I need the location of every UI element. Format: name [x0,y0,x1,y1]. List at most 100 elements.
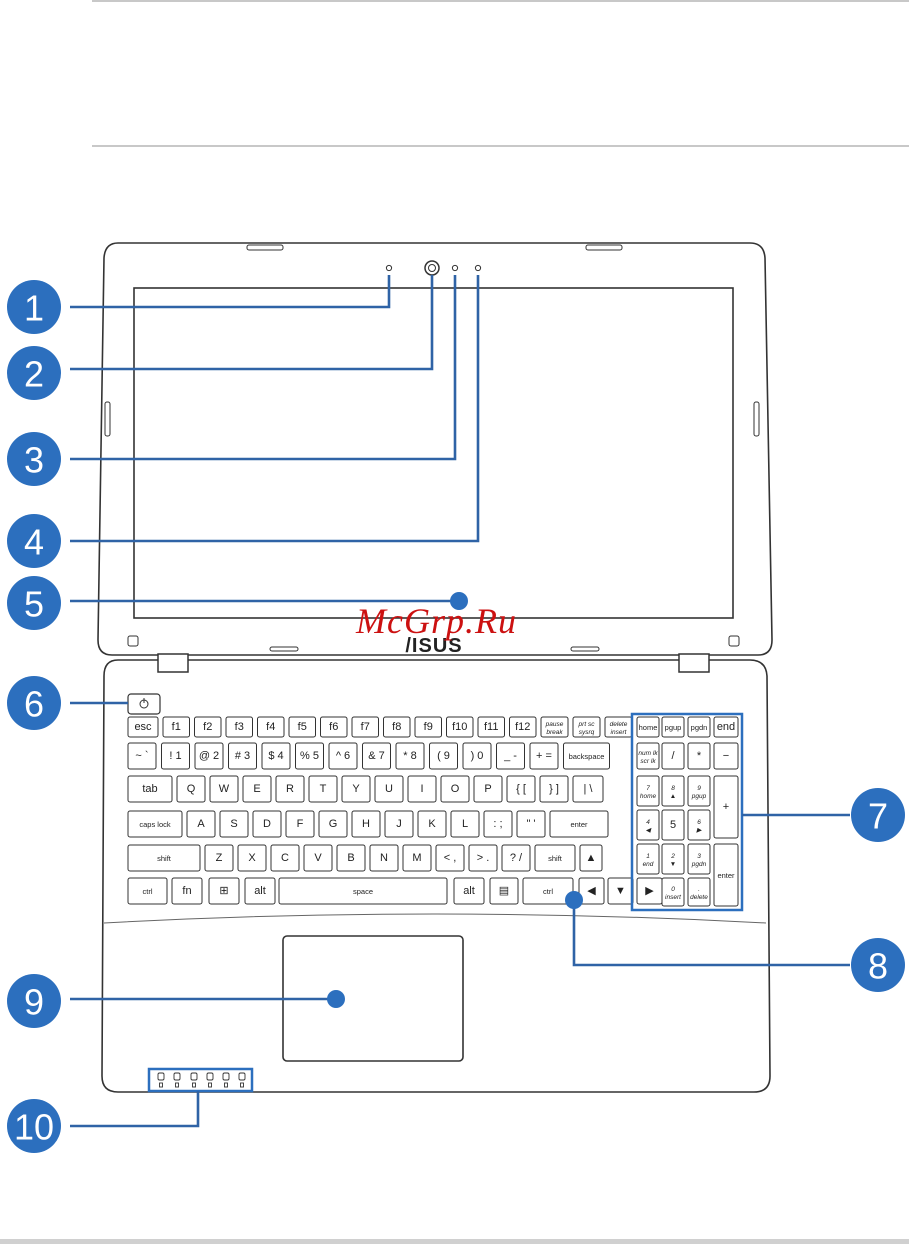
key-f2[interactable]: f2 [194,716,222,738]
key-c[interactable]: C [270,844,300,872]
key-4[interactable]: $ 4 [261,742,291,770]
key-h[interactable]: H [351,810,381,838]
key-tab[interactable]: tab [127,775,173,803]
key-shift[interactable]: shift [534,844,576,872]
key-blank[interactable]: ~ ` [127,742,157,770]
key-alt[interactable]: alt [244,877,276,905]
key-f10[interactable]: f10 [446,716,474,738]
key-m[interactable]: M [402,844,432,872]
key-s[interactable]: S [219,810,249,838]
key-4[interactable]: 4◀ [636,809,660,841]
key-7[interactable]: & 7 [362,742,391,770]
key-esc[interactable]: esc [127,716,159,738]
key-9[interactable]: ( 9 [429,742,458,770]
key-f1[interactable]: f1 [162,716,190,738]
key-n[interactable]: N [369,844,399,872]
key-f6[interactable]: f6 [320,716,348,738]
key-f5[interactable]: f5 [288,716,316,738]
key-caps-lock[interactable]: caps lock [127,810,183,838]
key-f7[interactable]: f7 [351,716,379,738]
key-space[interactable]: space [278,877,448,905]
key-enter[interactable]: enter [549,810,609,838]
key-blank[interactable]: ◀ [578,877,605,905]
key-blank[interactable]: ▤ [489,877,519,905]
key-ctrl[interactable]: ctrl [522,877,574,905]
key-l[interactable]: L [450,810,480,838]
key-2[interactable]: 2▼ [661,843,685,875]
key-blank[interactable]: < , [435,844,465,872]
key-enter[interactable]: enter [713,843,739,907]
key-r[interactable]: R [275,775,305,803]
key-blank[interactable]: { [ [506,775,536,803]
key-1[interactable]: ! 1 [161,742,190,770]
key-backspace[interactable]: backspace [563,742,610,770]
key-p[interactable]: P [473,775,503,803]
key-shift[interactable]: shift [127,844,201,872]
key-blank[interactable]: ▶ [636,877,663,905]
key-g[interactable]: G [318,810,348,838]
key-8[interactable]: 8▲ [661,775,685,807]
key-delete[interactable]: .delete [687,877,711,907]
key-f[interactable]: F [285,810,315,838]
key-k[interactable]: K [417,810,447,838]
key-a[interactable]: A [186,810,216,838]
key-blank[interactable]: : ; [483,810,513,838]
key-3[interactable]: # 3 [228,742,257,770]
key-blank[interactable]: + = [529,742,559,770]
key-blank[interactable]: } ] [539,775,569,803]
key-end[interactable]: end [713,716,739,738]
key-blank[interactable]: | \ [572,775,604,803]
key-blank[interactable]: ⊞ [208,877,240,905]
key-i[interactable]: I [407,775,437,803]
key-u[interactable]: U [374,775,404,803]
key-f8[interactable]: f8 [383,716,411,738]
key-f3[interactable]: f3 [225,716,253,738]
key-2[interactable]: @ 2 [194,742,224,770]
key-5[interactable]: 5 [661,809,685,841]
key-v[interactable]: V [303,844,333,872]
key-5[interactable]: % 5 [295,742,324,770]
key-pgup[interactable]: pgup [661,716,685,738]
key-blank[interactable]: ▲ [579,844,603,872]
key-blank[interactable]: > . [468,844,498,872]
key-blank[interactable]: + [713,775,739,839]
key-8[interactable]: * 8 [395,742,425,770]
key-f9[interactable]: f9 [414,716,442,738]
key-alt[interactable]: alt [453,877,485,905]
key-6[interactable]: 6▶ [687,809,711,841]
key-blank[interactable]: ▼ [607,877,634,905]
key-d[interactable]: D [252,810,282,838]
key-z[interactable]: Z [204,844,234,872]
key-q[interactable]: Q [176,775,206,803]
key-6[interactable]: ^ 6 [328,742,358,770]
key-blank[interactable]: _ - [496,742,525,770]
key-f11[interactable]: f11 [477,716,505,738]
key-o[interactable]: O [440,775,470,803]
key-w[interactable]: W [209,775,239,803]
key-blank[interactable]: ? / [501,844,531,872]
key-j[interactable]: J [384,810,414,838]
key-blank[interactable]: " ' [516,810,546,838]
key-y[interactable]: Y [341,775,371,803]
power-button[interactable] [127,693,161,715]
key-fn[interactable]: fn [171,877,203,905]
key-blank[interactable]: / [661,742,685,770]
key-x[interactable]: X [237,844,267,872]
key-f12[interactable]: f12 [509,716,537,738]
key-home[interactable]: home [636,716,660,738]
key-t[interactable]: T [308,775,338,803]
key-e[interactable]: E [242,775,272,803]
key-0[interactable]: ) 0 [462,742,492,770]
key-ctrl[interactable]: ctrl [127,877,168,905]
key-pgdn[interactable]: pgdn [687,716,711,738]
key-blank[interactable]: − [713,742,739,770]
